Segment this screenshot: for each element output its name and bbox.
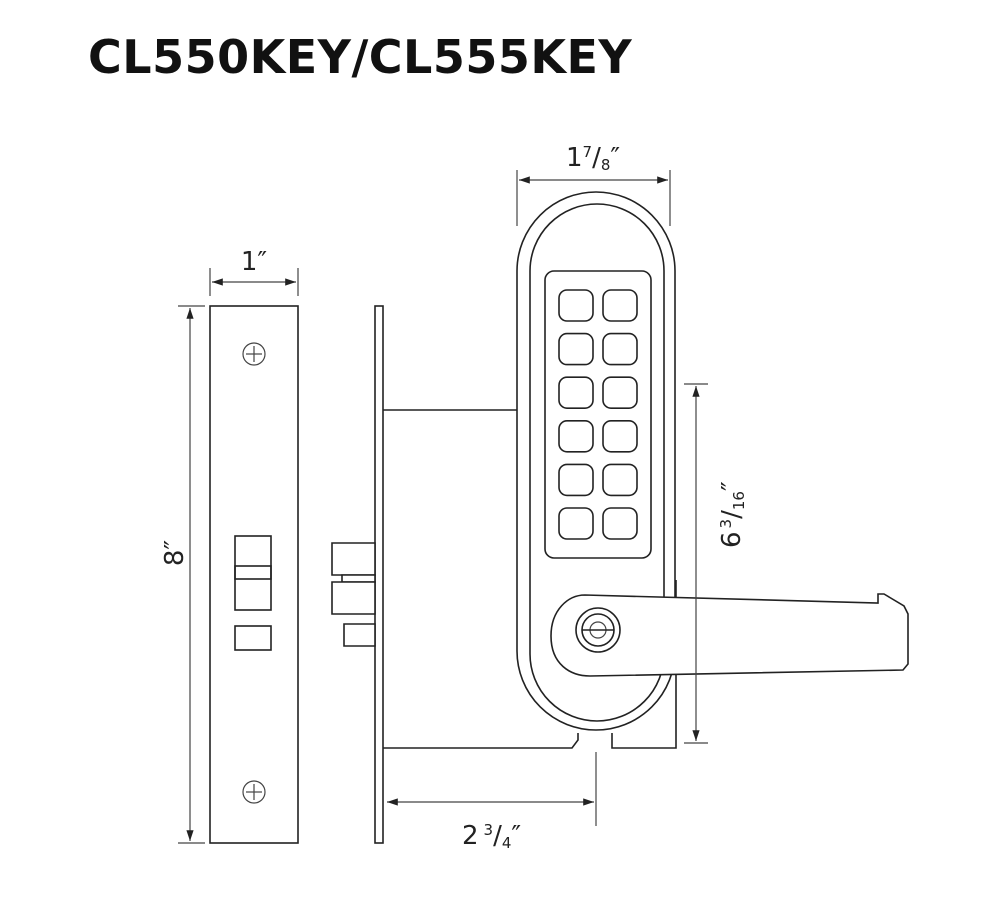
- deadlatch: [343, 623, 376, 647]
- svg-text:8″: 8″: [160, 540, 190, 567]
- keypad-escutcheon: [516, 191, 676, 731]
- keypad-button: [558, 419, 594, 453]
- keypad-frame: [544, 270, 652, 559]
- lever-handle: [550, 593, 909, 677]
- svg-text:17/8″: 17/8″: [566, 143, 620, 174]
- latch-opening: [234, 535, 272, 611]
- key-cylinder-icon: [575, 607, 621, 653]
- latch-bolt: [331, 581, 376, 615]
- screw-icon: [242, 780, 266, 804]
- dimension-faceplate-width: 1″: [209, 247, 299, 296]
- dimension-escutcheon-height: 63/16″: [684, 383, 748, 744]
- keypad-button: [602, 463, 638, 497]
- keypad-button: [602, 289, 638, 322]
- keypad-button: [558, 376, 594, 410]
- keypad-button: [558, 463, 594, 497]
- keypad-button: [558, 289, 594, 322]
- keypad-buttons: [558, 289, 638, 540]
- faceplate: [209, 305, 299, 844]
- keypad-button: [558, 507, 594, 540]
- keypad-button: [558, 332, 594, 366]
- keypad-button: [602, 332, 638, 366]
- latch-bolt: [331, 542, 376, 576]
- keypad-button: [602, 376, 638, 410]
- dimension-escutcheon-width: 17/8″: [516, 143, 671, 226]
- svg-text:63/16″: 63/16″: [717, 481, 748, 548]
- keypad-button: [602, 419, 638, 453]
- faceplate-front-view: [209, 305, 299, 844]
- keypad-button: [602, 507, 638, 540]
- page-title: CL550KEY/CL555KEY: [88, 30, 633, 84]
- faceplate-edge: [374, 305, 384, 844]
- dimension-faceplate-height: 8″: [160, 305, 205, 844]
- deadlatch-opening: [234, 625, 272, 651]
- svg-text:23/4″: 23/4″: [462, 821, 521, 852]
- svg-text:1″: 1″: [241, 247, 268, 277]
- latch-band: [234, 565, 272, 580]
- lock-case-side-view: [331, 305, 677, 844]
- screw-icon: [242, 342, 266, 366]
